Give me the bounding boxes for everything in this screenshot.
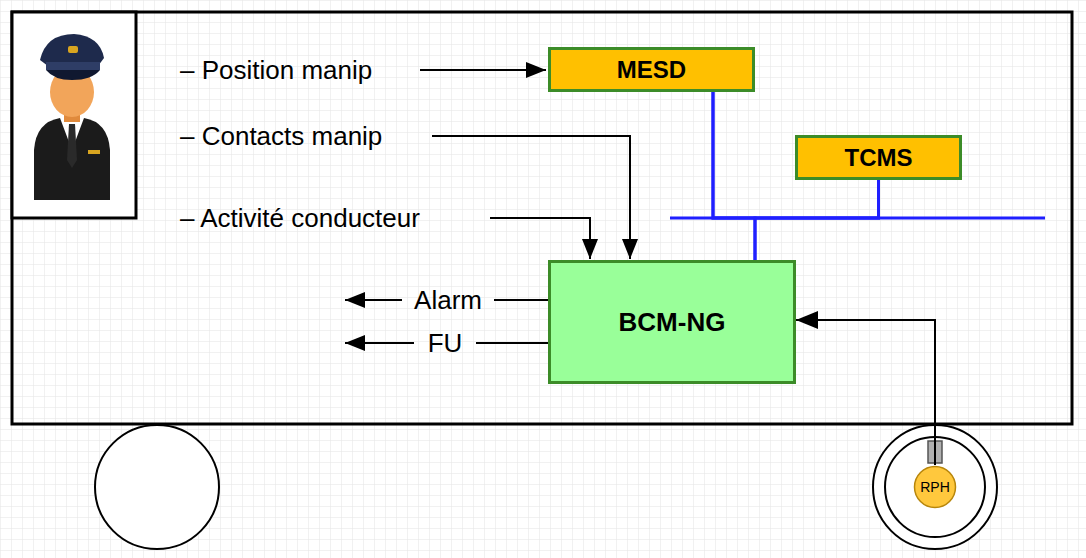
signal-connector (796, 320, 935, 465)
output-line (494, 299, 548, 301)
process-box: MESD (548, 47, 755, 92)
signal-arrow (420, 69, 546, 71)
car-body (12, 12, 1072, 424)
network-link (713, 92, 755, 261)
wheel (95, 425, 219, 549)
process-box: BCM-NG (548, 260, 796, 384)
network-link (755, 180, 879, 260)
sensor-disc (915, 467, 956, 508)
node-text: BCM-NG (619, 307, 726, 338)
signal-arrow (432, 136, 630, 259)
sensor-circle: RPH (913, 465, 957, 509)
signal-arrow (490, 218, 590, 259)
process-box: TCMS (795, 135, 962, 180)
output-signal-label: FU (428, 328, 463, 358)
node-text: MESD (617, 55, 686, 84)
input-signal-label: – Contacts manip (180, 121, 382, 151)
output-line (476, 342, 548, 344)
output-arrow (345, 299, 402, 301)
driver-icon (34, 34, 110, 200)
output-signal-label: Alarm (414, 285, 482, 315)
node-text: RPH (920, 479, 950, 496)
output-arrow (345, 342, 414, 344)
driver-frame (12, 12, 136, 218)
input-signal-label: – Position manip (180, 55, 372, 85)
input-signal-label: – Activité conducteur (180, 203, 420, 233)
node-text: TCMS (845, 143, 913, 172)
